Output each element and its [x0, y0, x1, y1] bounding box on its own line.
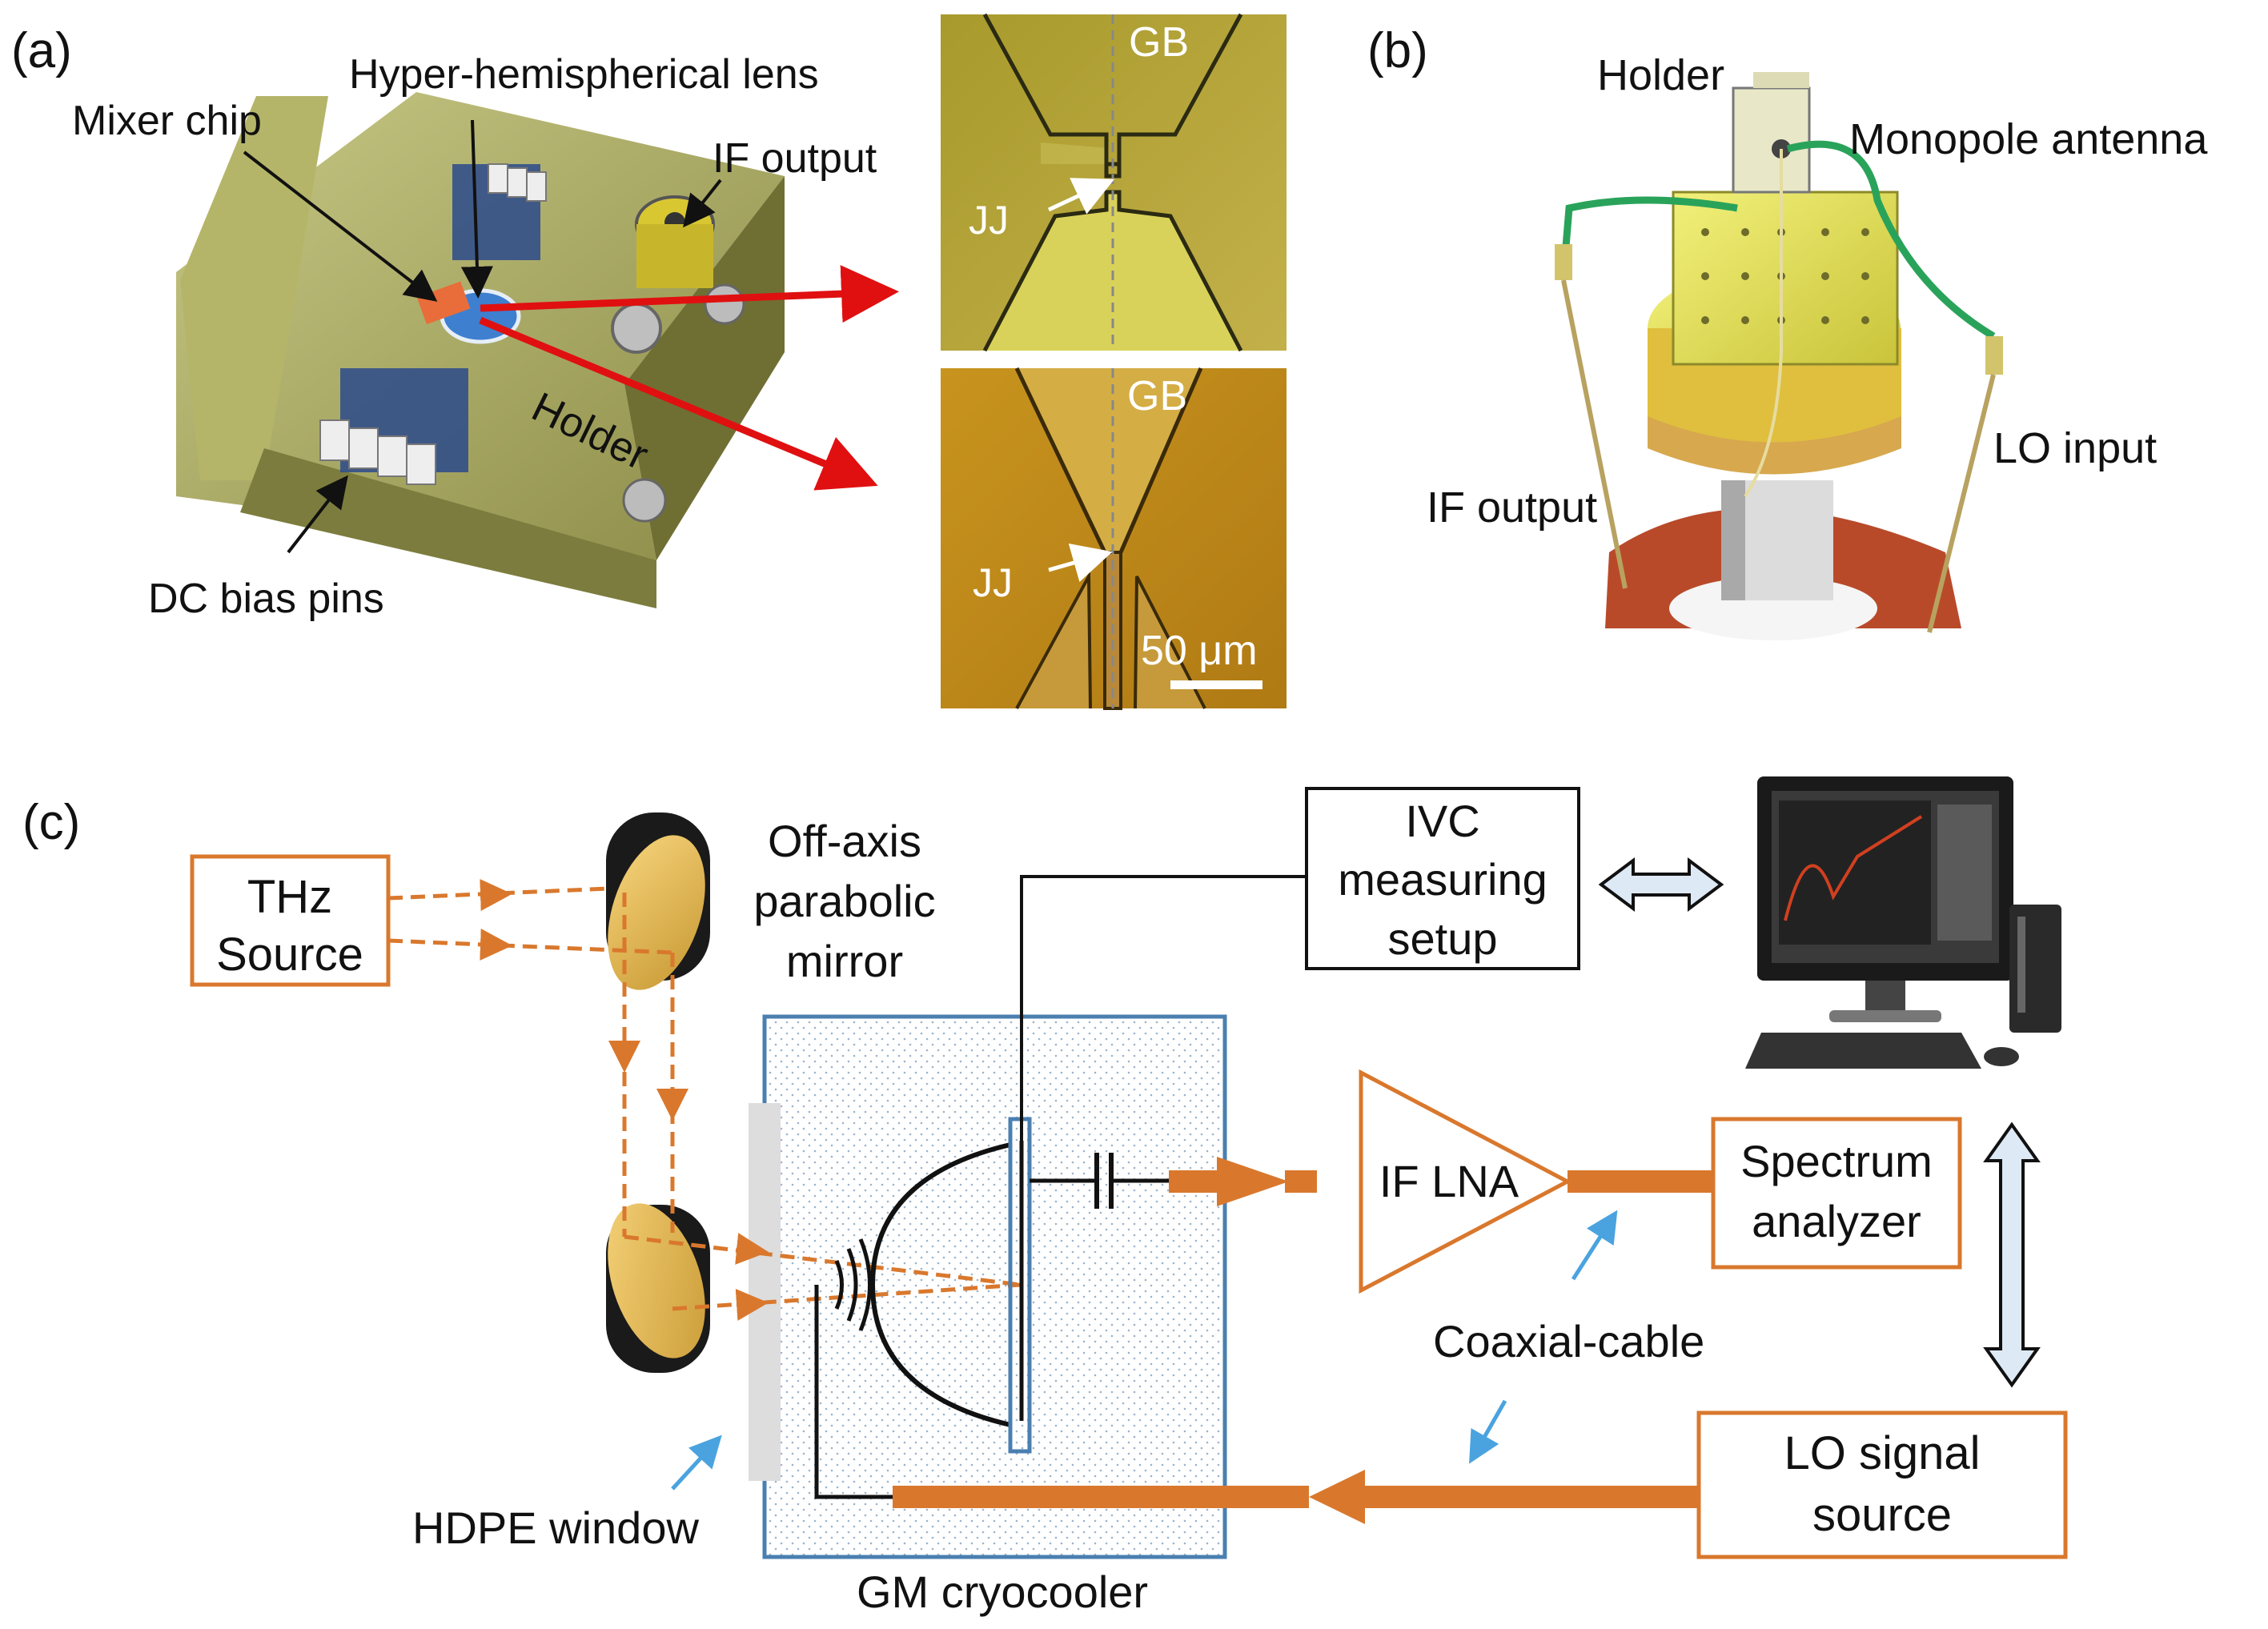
mirror-label-line2: parabolic: [753, 876, 935, 926]
monopole-waves: [834, 1238, 872, 1331]
parabolic-mirror-top: [606, 812, 710, 990]
if-output-label-a: IF output: [713, 135, 877, 182]
panel-b-label: (b): [1367, 23, 1428, 78]
micro-top-jj: JJ: [969, 198, 1009, 243]
cryostat-render: [1555, 72, 2003, 640]
mixer-chip-label: Mixer chip: [72, 98, 262, 144]
micro-bottom-gb: GB: [1127, 373, 1187, 419]
hdpe-window: [749, 1103, 781, 1481]
lo-source-line1: LO signal: [1784, 1427, 1980, 1479]
panel-a-label: (a): [11, 23, 72, 78]
thz-source-box: [190, 854, 391, 987]
micro-bottom-jj: JJ: [973, 560, 1013, 605]
micrograph-top: GB JJ: [941, 13, 1287, 352]
spectrum-line2: analyzer: [1752, 1196, 1921, 1246]
antenna-label: Monopole antenna: [1849, 115, 2208, 163]
parabolic-mirror-bottom: [606, 1203, 710, 1373]
computer-lo-link: [1983, 1121, 2041, 1388]
lo-source-line2: source: [1812, 1489, 1952, 1541]
ivc-line1: IVC: [1405, 796, 1479, 846]
scale-bar-label: 50 μm: [1141, 628, 1258, 674]
panel-b: (b): [1367, 23, 2208, 640]
hdpe-label: HDPE window: [412, 1503, 699, 1553]
panel-c: (c) GM cryocooler HDPE window THz Source…: [22, 776, 2068, 1617]
spectrum-line1: Spectrum: [1740, 1136, 1933, 1186]
lens-outline: [869, 1142, 1011, 1427]
lo-source-box[interactable]: [1696, 1410, 2068, 1559]
lens-label: Hyper-hemispherical lens: [349, 51, 819, 98]
mirror-label-line1: Off-axis: [768, 816, 921, 866]
holder-label-b: Holder: [1597, 51, 1724, 99]
spectrum-analyzer-box[interactable]: [1711, 1117, 1962, 1270]
coax-label: Coaxial-cable: [1433, 1316, 1704, 1366]
ivc-line2: measuring: [1338, 854, 1547, 905]
scale-bar: [1170, 680, 1262, 689]
panel-a: (a): [11, 13, 1287, 710]
panel-c-label: (c): [22, 795, 80, 850]
computer-icon: [1745, 776, 2061, 1069]
ivc-line3: setup: [1388, 913, 1498, 964]
cryocooler-label: GM cryocooler: [857, 1567, 1148, 1617]
if-lna-amplifier[interactable]: [1359, 1069, 1572, 1294]
thz-source-line2: Source: [216, 929, 363, 981]
thz-source-line1: THz: [247, 871, 332, 923]
if-lna-label: IF LNA: [1379, 1156, 1519, 1206]
dc-bias-label: DC bias pins: [148, 576, 384, 622]
micrograph-bottom: GB JJ 50 μm: [941, 367, 1287, 710]
if-output-label-b: IF output: [1427, 483, 1597, 532]
mirror-label-line3: mirror: [786, 936, 903, 986]
lo-input-label-b: LO input: [1993, 424, 2157, 472]
micro-top-gb: GB: [1129, 19, 1189, 66]
ivc-box: [1305, 787, 1580, 970]
ivc-computer-link: [1598, 857, 1724, 912]
